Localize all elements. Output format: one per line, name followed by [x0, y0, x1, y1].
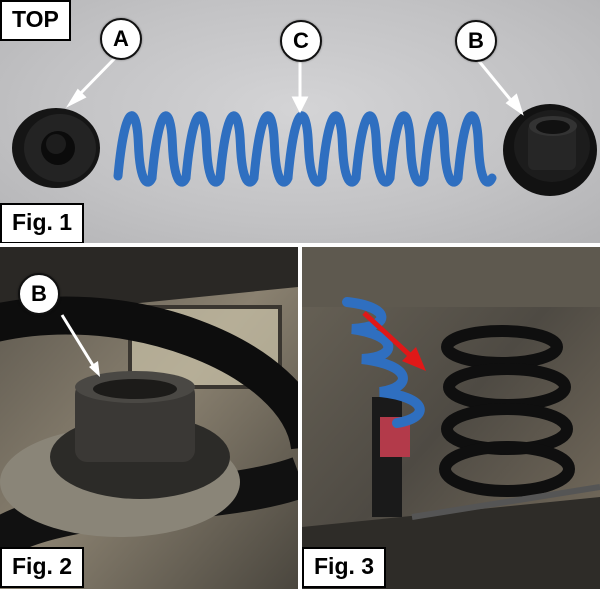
- callout-b: B: [455, 20, 497, 62]
- top-label: TOP: [0, 0, 71, 41]
- isolator-b: [503, 104, 597, 196]
- figure-1-panel: TOP A C B Fig. 1: [0, 0, 600, 243]
- figure-2-panel: B Fig. 2: [0, 247, 298, 589]
- figure-1-leader-arrows: [65, 53, 524, 116]
- fig-3-label: Fig. 3: [302, 547, 387, 588]
- fig-1-label: Fig. 1: [0, 203, 85, 243]
- figure-3-panel: Fig. 3: [302, 247, 600, 589]
- figure-3-drawing: [302, 247, 600, 589]
- fig-3-black-spring: [439, 325, 575, 497]
- callout-a: A: [100, 18, 142, 60]
- isolator-a: [12, 108, 100, 188]
- coil-spring-c: [113, 111, 497, 187]
- callout-c: C: [280, 20, 322, 62]
- fig-2-callout-b: B: [18, 273, 60, 315]
- figure-1-drawing: [12, 53, 597, 196]
- fig-2-label: Fig. 2: [0, 547, 85, 588]
